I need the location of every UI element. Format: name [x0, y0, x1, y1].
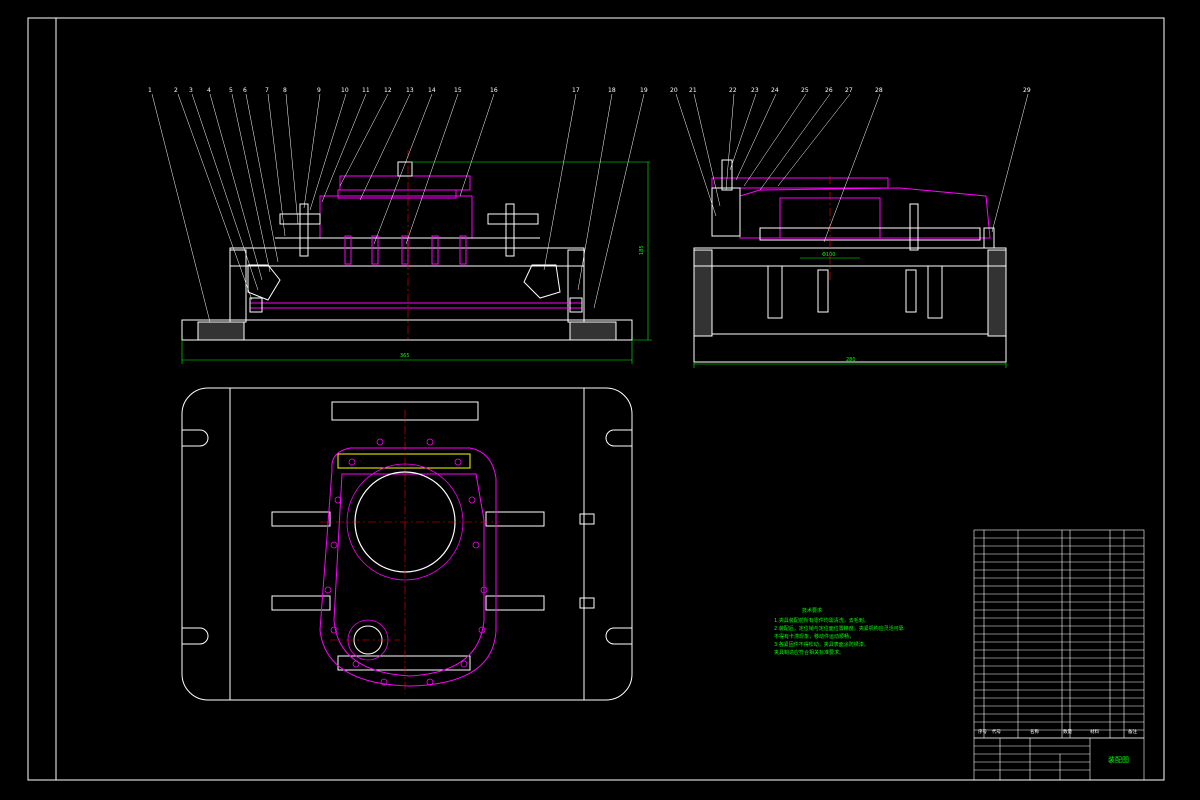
side-balloons: 20 21 22 23 24 25 26 27 28 29 [670, 87, 1031, 94]
svg-text:24: 24 [771, 87, 779, 94]
svg-text:19: 19 [640, 87, 648, 94]
dim-side-width: 280 [846, 357, 856, 363]
dim-side-bore: Φ100 [822, 252, 835, 258]
drawing-name: 装配图 [1108, 755, 1129, 764]
svg-text:12: 12 [384, 87, 392, 94]
title-block [973, 737, 1145, 781]
svg-text:16: 16 [490, 87, 498, 94]
tech-req-title: 技术要求 [802, 607, 822, 614]
side-dimensions [693, 257, 1007, 368]
svg-text:9: 9 [317, 87, 321, 94]
svg-text:代号: 代号 [992, 728, 1001, 735]
svg-text:11: 11 [362, 87, 370, 94]
svg-text:8: 8 [283, 87, 287, 94]
svg-text:13: 13 [406, 87, 414, 94]
dim-front-height: 185 [639, 245, 645, 255]
side-leaders [675, 93, 1029, 243]
svg-text:29: 29 [1023, 87, 1031, 94]
top-center-lines [320, 410, 500, 694]
svg-text:不得有卡滞现象，移动件运动顺畅，: 不得有卡滞现象，移动件运动顺畅， [774, 633, 854, 640]
dim-front-width: 365 [400, 353, 410, 359]
svg-text:3.各紧固件不得松动，夹具表面涂防锈漆，: 3.各紧固件不得松动，夹具表面涂防锈漆， [774, 641, 869, 648]
svg-text:序号: 序号 [978, 728, 987, 735]
svg-text:夹具制造应符合相关标准要求。: 夹具制造应符合相关标准要求。 [774, 649, 844, 656]
svg-text:25: 25 [801, 87, 809, 94]
svg-text:28: 28 [875, 87, 883, 94]
svg-text:26: 26 [825, 87, 833, 94]
svg-text:18: 18 [608, 87, 616, 94]
front-view [181, 161, 633, 341]
top-workpiece [319, 447, 497, 687]
svg-text:5: 5 [229, 87, 233, 94]
side-view [693, 159, 1007, 363]
svg-text:22: 22 [729, 87, 737, 94]
svg-text:备注: 备注 [1128, 728, 1137, 735]
svg-text:1: 1 [148, 87, 152, 94]
svg-text:15: 15 [454, 87, 462, 94]
bom-table [973, 529, 1145, 739]
svg-text:2: 2 [174, 87, 178, 94]
svg-text:27: 27 [845, 87, 853, 94]
svg-text:7: 7 [265, 87, 269, 94]
top-view [181, 387, 633, 701]
svg-text:3: 3 [189, 87, 193, 94]
top-bolt-circles [324, 438, 488, 686]
svg-text:17: 17 [572, 87, 580, 94]
svg-text:4: 4 [207, 87, 211, 94]
svg-text:21: 21 [689, 87, 697, 94]
svg-text:10: 10 [341, 87, 349, 94]
front-dimensions [181, 161, 652, 364]
outer-border [27, 17, 1165, 781]
front-leaders [151, 93, 645, 323]
svg-text:1.夹具装配前所有零件均需清洗，去毛刺。: 1.夹具装配前所有零件均需清洗，去毛刺。 [774, 617, 869, 624]
svg-text:23: 23 [751, 87, 759, 94]
svg-text:2.装配后，定位销与定位面位置精度，夹紧机构应灵活可靠: 2.装配后，定位销与定位面位置精度，夹紧机构应灵活可靠 [774, 625, 904, 632]
svg-text:数量: 数量 [1063, 728, 1072, 735]
svg-text:6: 6 [243, 87, 247, 94]
front-balloons: 1 2 3 4 5 6 7 8 9 10 11 12 13 14 15 16 1… [148, 87, 648, 94]
svg-text:14: 14 [428, 87, 436, 94]
tech-req-lines: 1.夹具装配前所有零件均需清洗，去毛刺。 2.装配后，定位销与定位面位置精度，夹… [774, 617, 904, 656]
svg-text:20: 20 [670, 87, 678, 94]
svg-text:材料: 材料 [1090, 728, 1099, 735]
bom-footer: 序号 代号 名称 数量 材料 备注 [978, 728, 1137, 735]
svg-text:名称: 名称 [1030, 728, 1039, 735]
